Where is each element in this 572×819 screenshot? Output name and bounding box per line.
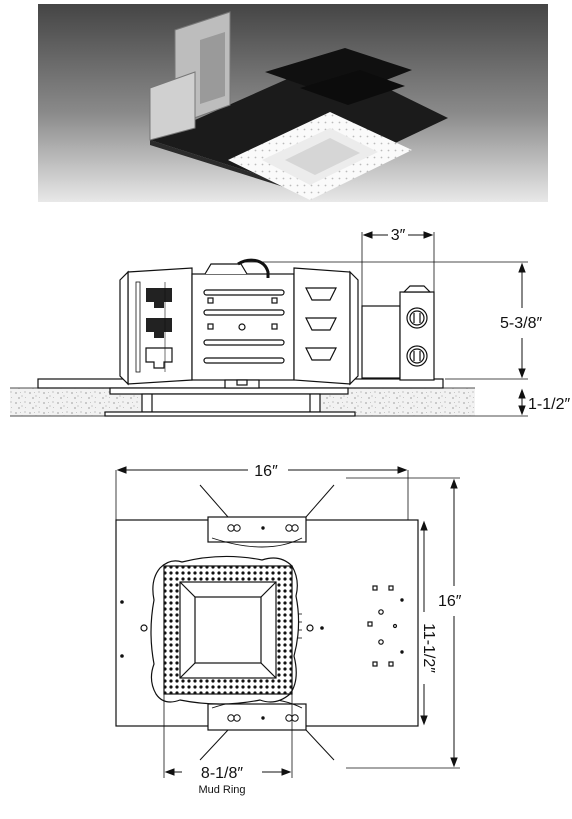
inner-height-label: 11-1/2″ xyxy=(420,623,437,673)
ceiling-thickness-label: 1-1/2″ xyxy=(528,396,570,413)
plate-width-label: 16″ xyxy=(254,463,278,480)
plate-height-label: 16″ xyxy=(438,593,462,610)
mud-ring-caption: Mud Ring xyxy=(198,784,245,796)
mud-ring-dimension-label: 8-1/8″ xyxy=(201,765,243,782)
plan-view xyxy=(115,470,460,778)
bottom-hanger-bar xyxy=(207,703,307,731)
right-bracket xyxy=(293,267,351,385)
top-width-label: 3″ xyxy=(391,227,406,244)
side-elevation xyxy=(10,232,528,417)
top-hanger-bar xyxy=(207,516,307,543)
height-label: 5-3/8″ xyxy=(500,315,542,332)
side-dimension-lines xyxy=(362,231,526,416)
junction-box xyxy=(361,305,401,379)
plan-dimension-lines xyxy=(116,466,458,776)
product-photo xyxy=(38,4,548,202)
